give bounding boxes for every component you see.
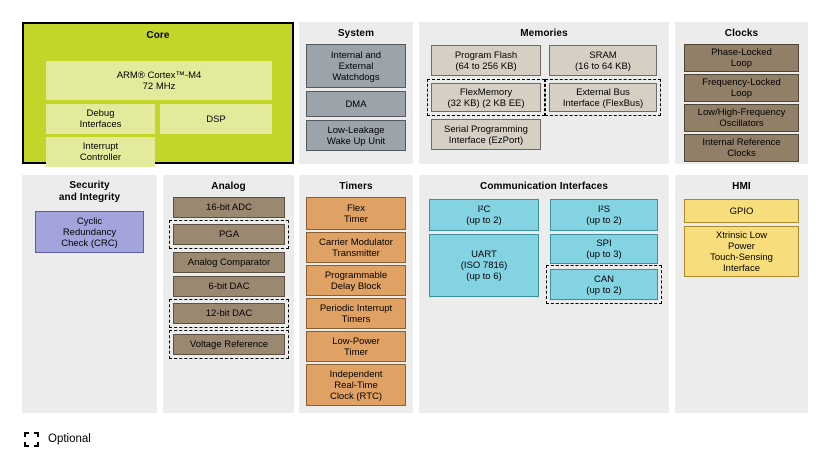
block-voltage-reference[interactable]: Voltage Reference <box>173 334 285 355</box>
block-low-leakage-wakeup-unit[interactable]: Low-Leakage Wake Up Unit <box>306 120 406 151</box>
block-label: Internal and External Watchdogs <box>330 49 382 83</box>
block-gpio[interactable]: GPIO <box>684 199 799 223</box>
block-serial-programming-interface[interactable]: Serial Programming Interface (EzPort) <box>431 119 541 150</box>
block-label: 16-bit ADC <box>206 202 252 213</box>
block-uart[interactable]: UART (ISO 7816) (up to 6) <box>429 234 539 297</box>
block-cyclic-redundancy-check[interactable]: Cyclic Redundancy Check (CRC) <box>35 211 144 253</box>
legend-label: Optional <box>48 433 91 445</box>
block-label: CAN (up to 2) <box>586 273 622 296</box>
block-label: Low-Power Timer <box>332 335 380 358</box>
dashed-square-icon <box>24 432 39 447</box>
block-label: Cyclic Redundancy Check (CRC) <box>61 215 118 249</box>
block-label: I²C (up to 2) <box>466 204 502 226</box>
block-pga[interactable]: PGA <box>173 224 285 245</box>
panel-timers-title: Timers <box>339 181 373 192</box>
block-label: ARM® Cortex™-M4 72 MHz <box>116 69 202 92</box>
panel-communication-title: Communication Interfaces <box>480 181 608 192</box>
block-label: Program Flash (64 to 256 KB) <box>454 49 518 72</box>
block-label: Serial Programming Interface (EzPort) <box>444 123 528 146</box>
block-label: Periodic Interrupt Timers <box>319 302 393 325</box>
block-debug-interfaces[interactable]: Debug Interfaces <box>46 104 155 134</box>
block-label: Low-Leakage Wake Up Unit <box>326 124 386 147</box>
optional-outline-pga <box>169 220 289 249</box>
panel-communication-interfaces: Communication Interfaces I²C (up to 2) I… <box>419 175 669 413</box>
block-label: Analog Comparator <box>187 257 271 268</box>
block-can[interactable]: CAN (up to 2) <box>550 269 658 300</box>
block-dsp[interactable]: DSP <box>160 104 272 134</box>
block-spi[interactable]: SPI (up to 3) <box>550 234 658 264</box>
block-watchdogs[interactable]: Internal and External Watchdogs <box>306 44 406 88</box>
panel-analog-title: Analog <box>211 181 246 192</box>
block-program-flash[interactable]: Program Flash (64 to 256 KB) <box>431 45 541 76</box>
block-carrier-modulator-transmitter[interactable]: Carrier Modulator Transmitter <box>306 232 406 263</box>
block-label: Flex Timer <box>344 202 368 225</box>
block-programmable-delay-block[interactable]: Programmable Delay Block <box>306 265 406 296</box>
block-label: GPIO <box>729 205 754 217</box>
block-label: I²S (up to 2) <box>586 204 622 226</box>
block-frequency-locked-loop[interactable]: Frequency-Locked Loop <box>684 74 799 102</box>
optional-outline-flexmemory <box>427 79 545 116</box>
block-periodic-interrupt-timers[interactable]: Periodic Interrupt Timers <box>306 298 406 329</box>
panel-memories: Memories Program Flash (64 to 256 KB) SR… <box>419 22 669 164</box>
legend: Optional <box>24 432 91 447</box>
panel-system-title: System <box>337 28 375 39</box>
block-oscillators[interactable]: Low/High-Frequency Oscillators <box>684 104 799 132</box>
block-label: FlexMemory (32 KB) (2 KB EE) <box>447 86 525 109</box>
block-label: 12-bit DAC <box>205 308 253 319</box>
block-flexmemory[interactable]: FlexMemory (32 KB) (2 KB EE) <box>431 83 541 112</box>
block-arm-cortex-m4[interactable]: ARM® Cortex™-M4 72 MHz <box>46 61 272 100</box>
block-label: Carrier Modulator Transmitter <box>319 236 393 259</box>
panel-clocks-title: Clocks <box>724 28 759 39</box>
panel-security-and-integrity: Security and Integrity Cyclic Redundancy… <box>22 175 157 413</box>
block-analog-comparator[interactable]: Analog Comparator <box>173 252 285 273</box>
block-label: PGA <box>218 229 240 240</box>
panel-hmi: HMI GPIO Xtrinsic Low Power Touch-Sensin… <box>675 175 808 413</box>
optional-outline-voltage-reference <box>169 330 289 359</box>
panel-memories-title: Memories <box>520 28 568 39</box>
block-label: SPI (up to 3) <box>586 238 622 260</box>
block-phase-locked-loop[interactable]: Phase-Locked Loop <box>684 44 799 72</box>
block-i2c[interactable]: I²C (up to 2) <box>429 199 539 231</box>
block-label: Interrupt Controller <box>79 141 122 163</box>
panel-security-title: Security and Integrity <box>58 180 121 203</box>
block-low-power-timer[interactable]: Low-Power Timer <box>306 331 406 362</box>
block-6-bit-dac[interactable]: 6-bit DAC <box>173 276 285 297</box>
block-external-bus-interface[interactable]: External Bus Interface (FlexBus) <box>549 83 657 112</box>
block-label: 6-bit DAC <box>208 281 250 292</box>
block-16-bit-adc[interactable]: 16-bit ADC <box>173 197 285 218</box>
panel-hmi-title: HMI <box>732 181 751 192</box>
block-label: Debug Interfaces <box>79 108 122 130</box>
block-label: SRAM (16 to 64 KB) <box>575 49 631 72</box>
block-label: Frequency-Locked Loop <box>702 77 781 99</box>
block-sram[interactable]: SRAM (16 to 64 KB) <box>549 45 657 76</box>
block-internal-reference-clocks[interactable]: Internal Reference Clocks <box>684 134 799 162</box>
optional-outline-external-bus-interface <box>545 79 661 116</box>
block-label: Xtrinsic Low Power Touch-Sensing Interfa… <box>710 229 773 274</box>
block-touch-sensing-interface[interactable]: Xtrinsic Low Power Touch-Sensing Interfa… <box>684 226 799 277</box>
panel-core-title: Core <box>146 30 170 41</box>
block-label: Low/High-Frequency Oscillators <box>697 107 786 129</box>
panel-analog: Analog 16-bit ADC PGA Analog Comparator … <box>163 175 294 413</box>
block-independent-real-time-clock[interactable]: Independent Real-Time Clock (RTC) <box>306 364 406 406</box>
panel-clocks: Clocks Phase-Locked Loop Frequency-Locke… <box>675 22 808 164</box>
block-label: DSP <box>206 113 226 125</box>
panel-system: System Internal and External Watchdogs D… <box>299 22 413 164</box>
block-12-bit-dac[interactable]: 12-bit DAC <box>173 303 285 324</box>
optional-outline-can <box>546 265 662 304</box>
block-label: UART (ISO 7816) (up to 6) <box>460 249 508 282</box>
block-dma[interactable]: DMA <box>306 91 406 117</box>
block-label: External Bus Interface (FlexBus) <box>562 86 644 109</box>
block-label: DMA <box>345 98 367 110</box>
block-label: Voltage Reference <box>189 339 269 350</box>
block-label: Programmable Delay Block <box>324 269 388 292</box>
block-label: Independent Real-Time Clock (RTC) <box>329 368 383 402</box>
block-label: Phase-Locked Loop <box>711 47 772 69</box>
block-interrupt-controller[interactable]: Interrupt Controller <box>46 137 155 167</box>
optional-outline-12-bit-dac <box>169 299 289 328</box>
panel-timers: Timers Flex Timer Carrier Modulator Tran… <box>299 175 413 413</box>
block-label: Internal Reference Clocks <box>702 137 781 159</box>
panel-core: Core ARM® Cortex™-M4 72 MHz Debug Interf… <box>22 22 294 167</box>
block-flex-timer[interactable]: Flex Timer <box>306 197 406 230</box>
block-i2s[interactable]: I²S (up to 2) <box>550 199 658 231</box>
